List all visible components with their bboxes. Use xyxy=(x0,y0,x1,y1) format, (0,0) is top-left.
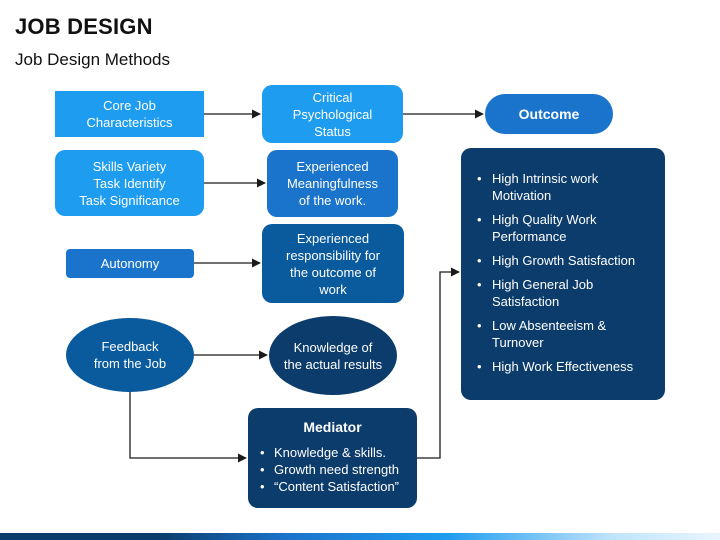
arrow-mediator-to-outcomes xyxy=(417,267,460,459)
mediator-item: Knowledge & skills. xyxy=(260,444,417,461)
outcome-item: High General Job Satisfaction xyxy=(475,276,655,310)
outcome-item: High Intrinsic work Motivation xyxy=(475,170,655,204)
outcome-item: High Quality Work Performance xyxy=(475,211,655,245)
outcome-box: Outcome xyxy=(485,94,613,134)
bottom-accent-bar xyxy=(0,533,720,540)
outcome-item: High Work Effectiveness xyxy=(475,358,655,375)
outcome-item: High Growth Satisfaction xyxy=(475,252,655,269)
page-title: JOB DESIGN xyxy=(15,14,153,39)
core-job-box: Core Job Characteristics xyxy=(55,91,204,137)
mediator-item: “Content Satisfaction” xyxy=(260,478,417,495)
arrow-feedback-to-mediator xyxy=(129,392,247,463)
mediator-box: Mediator Knowledge & skills. Growth need… xyxy=(248,408,417,508)
autonomy-box: Autonomy xyxy=(66,249,194,278)
outcome-item: Low Absenteeism & Turnover xyxy=(475,317,655,351)
feedback-oval: Feedback from the Job xyxy=(66,318,194,392)
mediator-title: Mediator xyxy=(303,419,362,435)
meaningfulness-box: Experienced Meaningfulness of the work. xyxy=(267,150,398,217)
psych-status-box: Critical Psychological Status xyxy=(262,85,403,143)
knowledge-oval: Knowledge of the actual results xyxy=(269,316,397,395)
mediator-list: Knowledge & skills. Growth need strength… xyxy=(248,444,417,495)
outcomes-list: High Intrinsic work Motivation High Qual… xyxy=(461,148,665,400)
responsibility-box: Experienced responsibility for the outco… xyxy=(262,224,404,303)
mediator-item: Growth need strength xyxy=(260,461,417,478)
page-subtitle: Job Design Methods xyxy=(15,50,170,69)
skills-box: Skills Variety Task Identify Task Signif… xyxy=(55,150,204,216)
